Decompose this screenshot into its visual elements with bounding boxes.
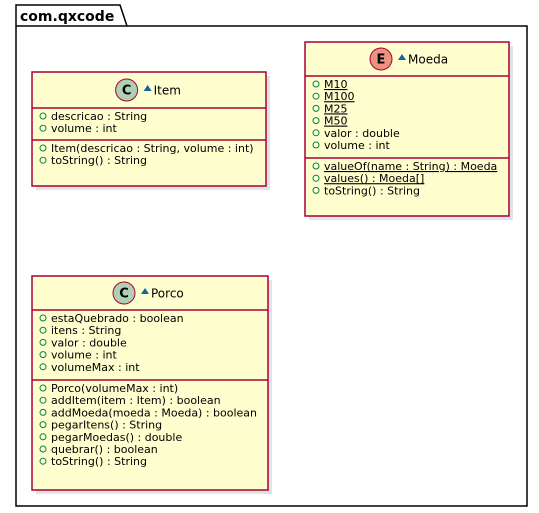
package-private-triangle-icon — [398, 54, 406, 60]
field-entry: valor : double — [51, 336, 127, 349]
field-entry: itens : String — [51, 324, 121, 337]
field-entry: M100 — [324, 90, 355, 103]
field-entry: volume : int — [51, 122, 117, 135]
public-visibility-icon — [39, 124, 47, 132]
field-entry: volume : int — [51, 349, 117, 362]
class-name: Moeda — [408, 53, 448, 67]
method-entry: toString() : String — [51, 154, 147, 167]
field-entry: estaQuebrado : boolean — [51, 312, 184, 325]
public-visibility-icon — [39, 112, 47, 120]
package-private-triangle-icon — [141, 288, 149, 294]
method-entry: addItem(item : Item) : boolean — [51, 394, 221, 407]
field-entry: volume : int — [324, 139, 390, 152]
method-entry: toString() : String — [324, 184, 420, 197]
public-visibility-icon — [312, 104, 320, 112]
public-visibility-icon — [312, 117, 320, 125]
public-visibility-icon — [39, 326, 47, 334]
method-entry: Item(descricao : String, volume : int) — [51, 142, 254, 155]
field-entry: descricao : String — [51, 110, 147, 123]
public-visibility-icon — [312, 80, 320, 88]
class-kind-letter: C — [122, 84, 132, 99]
method-entry: toString() : String — [51, 455, 147, 468]
public-visibility-icon — [39, 421, 47, 429]
class-box — [304, 41, 510, 217]
public-visibility-icon — [39, 156, 47, 164]
class-kind-badge — [112, 281, 136, 305]
class-name: Item — [154, 84, 181, 98]
package-title: com.qxcode — [20, 9, 114, 25]
public-visibility-icon — [39, 338, 47, 346]
class-kind-badge — [115, 78, 139, 102]
public-visibility-icon — [39, 384, 47, 392]
public-visibility-icon — [39, 433, 47, 441]
public-visibility-icon — [39, 408, 47, 416]
method-entry: quebrar() : boolean — [51, 443, 158, 456]
public-visibility-icon — [39, 351, 47, 359]
public-visibility-icon — [39, 457, 47, 465]
class-box — [31, 275, 269, 491]
method-entry: Porco(volumeMax : int) — [51, 382, 178, 395]
public-visibility-icon — [39, 363, 47, 371]
public-visibility-icon — [312, 141, 320, 149]
public-visibility-icon — [39, 314, 47, 322]
method-entry: pegarMoedas() : double — [51, 431, 182, 444]
class-kind-letter: C — [119, 287, 129, 302]
class-kind-badge — [369, 47, 393, 71]
public-visibility-icon — [39, 396, 47, 404]
method-entry: addMoeda(moeda : Moeda) : boolean — [51, 406, 257, 419]
public-visibility-icon — [312, 174, 320, 182]
public-visibility-icon — [312, 186, 320, 194]
method-entry: values() : Moeda[] — [324, 172, 424, 185]
method-entry: pegarItens() : String — [51, 419, 162, 432]
public-visibility-icon — [312, 129, 320, 137]
method-entry: valueOf(name : String) : Moeda — [324, 160, 497, 173]
field-entry: M25 — [324, 102, 348, 115]
field-entry: volumeMax : int — [51, 361, 140, 374]
public-visibility-icon — [39, 445, 47, 453]
class-kind-letter: E — [377, 53, 386, 68]
package-private-triangle-icon — [143, 85, 152, 91]
class-name: Porco — [151, 287, 184, 301]
public-visibility-icon — [39, 144, 47, 152]
field-entry: M50 — [324, 115, 348, 128]
public-visibility-icon — [312, 92, 320, 100]
public-visibility-icon — [312, 162, 320, 170]
field-entry: valor : double — [324, 127, 400, 140]
field-entry: M10 — [324, 78, 348, 91]
